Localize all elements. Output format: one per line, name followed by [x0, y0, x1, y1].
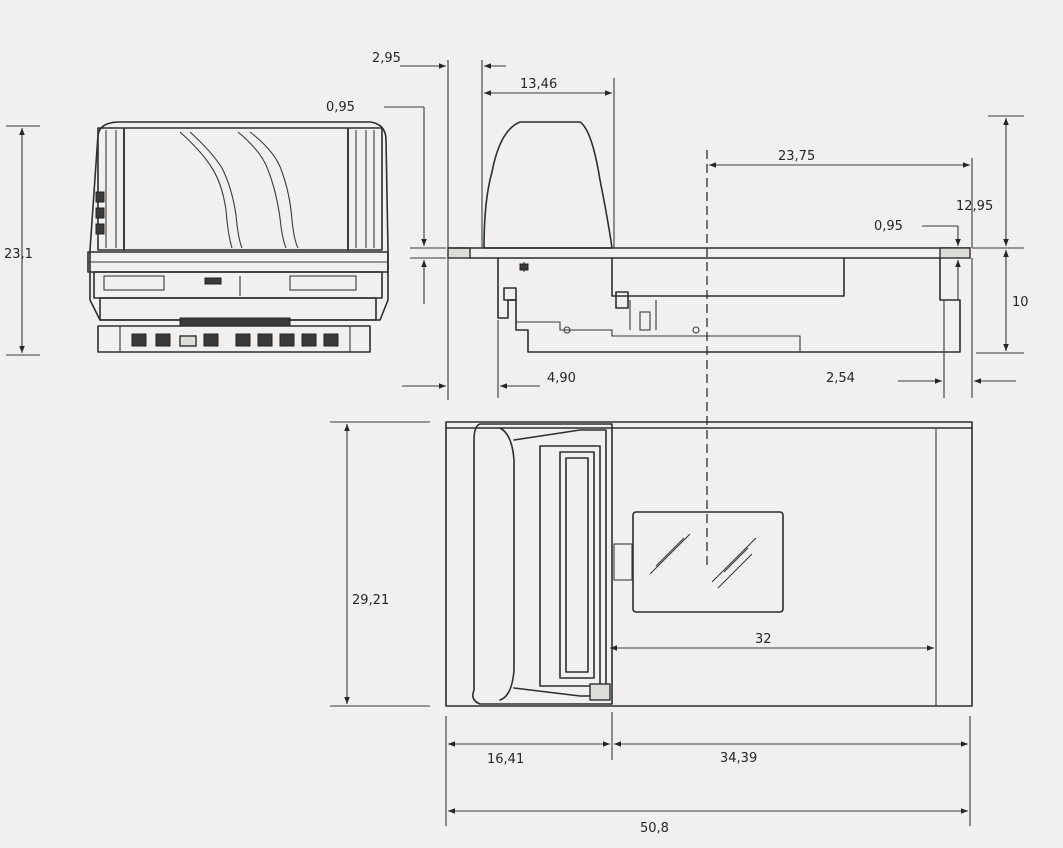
label-step-offset: 4,90: [547, 371, 576, 386]
dimension-right-heights: 12,95 10: [956, 115, 1029, 354]
label-right-step: 2,54: [826, 371, 855, 386]
label-right-width: 34,39: [720, 751, 757, 766]
dimension-flange-offset: 2,95: [372, 51, 449, 400]
dimension-front-height: 23,1: [4, 125, 40, 356]
dimension-step-offset: 4,90: [402, 320, 576, 398]
dimension-plate-length: 32: [610, 632, 934, 651]
label-front-height: 23,1: [4, 247, 33, 262]
label-body-height: 10: [1012, 295, 1029, 310]
label-overall-width: 50,8: [640, 821, 669, 836]
dimension-bottom-widths: 16,41 34,39 50,8: [445, 712, 971, 836]
front-view: [87, 121, 389, 353]
label-center-offset: 23,75: [778, 149, 815, 164]
dimension-top-thickness: 0,95: [326, 100, 446, 304]
dimension-plan-depth: 29,21: [330, 421, 430, 707]
side-view: [447, 121, 971, 353]
label-flange-offset: 2,95: [372, 51, 401, 66]
plan-view: [445, 421, 973, 707]
label-plan-depth: 29,21: [352, 593, 389, 608]
label-dome-width: 13,46: [520, 77, 557, 92]
dimension-right-step: 2,54: [826, 258, 1016, 398]
dimension-dome-width: 13,46: [481, 60, 615, 248]
dimension-right-flange: 0,95: [874, 219, 961, 300]
label-plate-length: 32: [755, 632, 772, 647]
label-left-width: 16,41: [487, 752, 524, 767]
label-right-top-height: 12,95: [956, 199, 993, 214]
label-top-thickness: 0,95: [326, 100, 355, 115]
dimension-center-offset: 23,75: [709, 149, 973, 248]
label-right-flange: 0,95: [874, 219, 903, 234]
